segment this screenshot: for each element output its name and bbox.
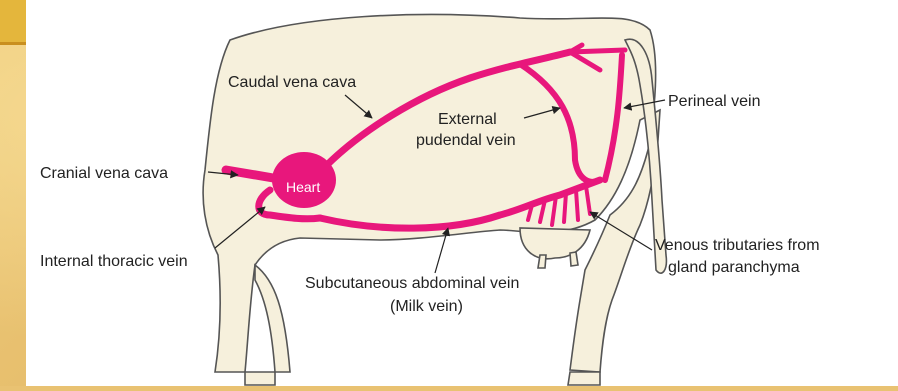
cow-udder xyxy=(520,228,590,259)
subcutaneous-label-2: (Milk vein) xyxy=(390,298,463,315)
cow-teat-2 xyxy=(570,252,578,266)
cow-front-leg xyxy=(245,372,275,385)
internal-thoracic-label: Internal thoracic vein xyxy=(40,253,188,270)
gland-vein-3 xyxy=(564,193,566,222)
cow-hind-leg xyxy=(568,372,600,385)
slide-accent-bar xyxy=(0,0,26,45)
cow-front-leg-2 xyxy=(255,265,290,372)
external-pudendal-label-1: External xyxy=(438,111,497,128)
cow-circulation-diagram: Heart Caudal vena cava External pudendal… xyxy=(26,0,898,386)
gland-vein-4 xyxy=(576,190,578,220)
heart-organ: Heart xyxy=(272,152,336,208)
heart-label: Heart xyxy=(286,179,320,195)
caudal-vena-cava-label: Caudal vena cava xyxy=(228,74,356,91)
perineal-vein-label: Perineal vein xyxy=(668,93,761,110)
subcutaneous-label-1: Subcutaneous abdominal vein xyxy=(305,275,519,292)
caudal-branch-1 xyxy=(570,50,625,52)
cow-teat xyxy=(538,255,546,268)
venous-tributaries-label-2: gland paranchyma xyxy=(668,259,800,276)
external-pudendal-label-2: pudendal vein xyxy=(416,132,516,149)
venous-tributaries-label-1: Venous tributaries from xyxy=(655,237,820,254)
diagram-panel: Heart Caudal vena cava External pudendal… xyxy=(26,0,898,386)
cranial-vena-cava-label: Cranial vena cava xyxy=(40,165,168,182)
